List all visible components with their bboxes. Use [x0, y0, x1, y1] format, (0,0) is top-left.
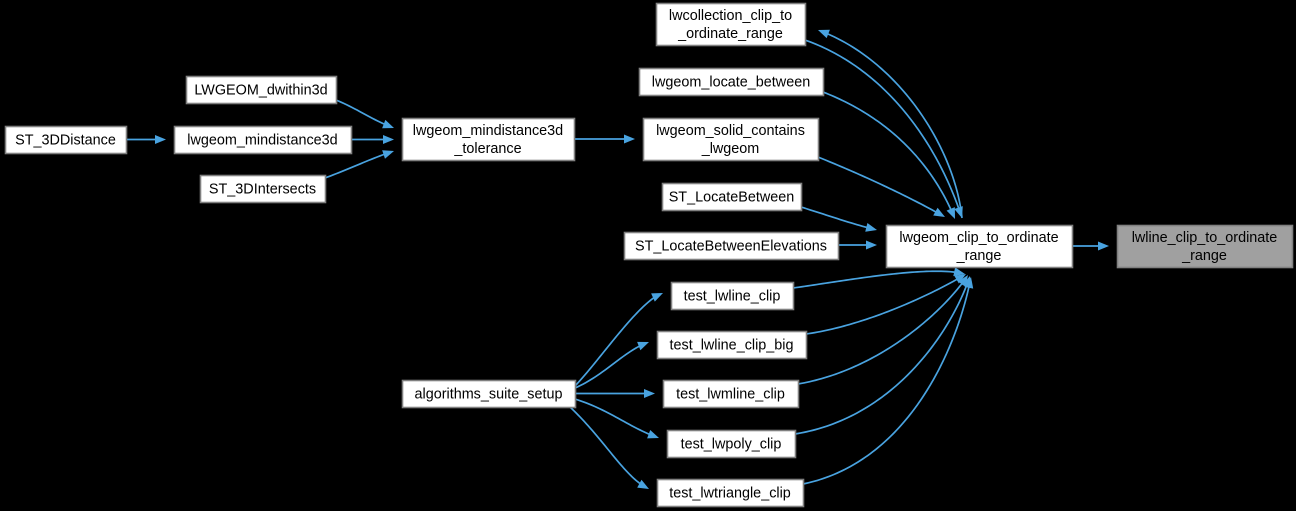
edge-lwgeom_solid_contains_lwgeom-to-lwgeom_clip_to_ordinate_range — [817, 156, 938, 214]
edges-layer — [126, 29, 1109, 489]
node-box-st_locatebetween[interactable] — [661, 182, 803, 212]
edge-lwgeom_locate_between-to-lwgeom_clip_to_ordinate_range — [822, 91, 953, 212]
graph-node-lwgeom_mindistance3d[interactable]: lwgeom_mindistance3d — [173, 125, 353, 155]
node-box-test_lwtriangle_clip[interactable] — [656, 478, 805, 508]
nodes-layer: ST_3DDistance LWGEOM_dwithin3d lwgeom_mind… — [4, 2, 1294, 508]
graph-node-st_locatebetweenelevations[interactable]: ST_LocateBetweenElevations — [623, 231, 840, 261]
graph-node-lwgeom_solid_contains_lwgeom[interactable]: lwgeom_solid_contains_lwgeom — [642, 117, 820, 162]
graph-node-st_3dintersects[interactable]: ST_3DIntersects — [199, 174, 327, 204]
node-box-test_lwline_clip_big[interactable] — [656, 330, 808, 360]
edge-algorithms_suite_setup-to-test_lwpoly_clip — [574, 398, 651, 436]
graph-node-lwline_clip_to_ordinate_range[interactable]: lwline_clip_to_ordinate_range — [1116, 224, 1294, 269]
arrowhead-test_lwline_clip-to-lwgeom_clip_to_ordinate_range — [953, 267, 965, 277]
edge-algorithms_suite_setup-to-test_lwline_clip_big — [574, 344, 642, 389]
arrowhead-algorithms_suite_setup-to-test_lwline_clip_big — [637, 341, 649, 351]
graph-node-st_3ddistance[interactable]: ST_3DDistance — [4, 125, 128, 155]
graph-node-lwgeom_dwithin3d[interactable]: LWGEOM_dwithin3d — [185, 75, 338, 105]
edge-test_lwpoly_clip-to-lwgeom_clip_to_ordinate_range — [794, 284, 968, 435]
node-box-lwgeom_solid_contains_lwgeom[interactable] — [642, 117, 820, 162]
node-box-st_3dintersects[interactable] — [199, 174, 327, 204]
edge-test_lwline_clip-to-lwgeom_clip_to_ordinate_range — [792, 270, 957, 289]
edge-test_lwmline_clip-to-lwgeom_clip_to_ordinate_range — [797, 281, 964, 385]
arrowhead-lwgeom_mindistance3d_tolerance-to-lwgeom_solid_contains_lwgeom — [624, 134, 635, 144]
graph-node-st_locatebetween[interactable]: ST_LocateBetween — [661, 182, 803, 212]
node-box-st_3ddistance[interactable] — [4, 125, 128, 155]
graph-node-test_lwmline_clip[interactable]: test_lwmline_clip — [662, 379, 800, 409]
arrowhead-st_locatebetween-to-lwgeom_clip_to_ordinate_range — [865, 222, 877, 232]
graph-node-lwcollection_clip_to_ordinate_range[interactable]: lwcollection_clip_to_ordinate_range — [655, 2, 807, 47]
edge-algorithms_suite_setup-to-test_lwtriangle_clip — [569, 406, 642, 486]
graph-node-lwgeom_mindistance3d_tolerance[interactable]: lwgeom_mindistance3d_tolerance — [401, 117, 576, 162]
graph-node-test_lwtriangle_clip[interactable]: test_lwtriangle_clip — [656, 478, 805, 508]
graph-node-algorithms_suite_setup[interactable]: algorithms_suite_setup — [401, 379, 577, 409]
node-box-lwgeom_mindistance3d[interactable] — [173, 125, 353, 155]
node-box-lwcollection_clip_to_ordinate_range[interactable] — [655, 2, 807, 47]
node-box-lwgeom_dwithin3d[interactable] — [185, 75, 338, 105]
edge-st_locatebetween-to-lwgeom_clip_to_ordinate_range — [800, 206, 869, 229]
arrowhead-st_3ddistance-to-lwgeom_mindistance3d — [155, 135, 166, 144]
arrowhead-lwgeom_clip_to_ordinate_range-to-lwline_clip_to_ordinate_range — [1098, 241, 1109, 251]
node-box-lwgeom_locate_between[interactable] — [638, 67, 825, 97]
arrowhead-lwgeom_solid_contains_lwgeom-to-lwgeom_clip_to_ordinate_range — [933, 207, 945, 217]
arrowhead-st_3dintersects-to-lwgeom_mindistance3d_tolerance — [382, 150, 394, 159]
arrowhead-test_lwline_clip_big-to-lwgeom_clip_to_ordinate_range — [954, 274, 966, 284]
node-box-lwgeom_mindistance3d_tolerance[interactable] — [401, 117, 576, 162]
node-box-lwgeom_clip_to_ordinate_range[interactable] — [885, 224, 1074, 269]
edge-st_3dintersects-to-lwgeom_mindistance3d_tolerance — [324, 153, 386, 179]
edge-test_lwtriangle_clip-to-lwgeom_clip_to_ordinate_range — [802, 285, 970, 485]
graph-node-lwgeom_locate_between[interactable]: lwgeom_locate_between — [638, 67, 825, 97]
graph-node-test_lwpoly_clip[interactable]: test_lwpoly_clip — [666, 429, 797, 459]
node-box-test_lwline_clip[interactable] — [670, 281, 795, 311]
edge-test_lwline_clip_big-to-lwgeom_clip_to_ordinate_range — [805, 277, 959, 335]
arrowhead-test_lwtriangle_clip-to-lwgeom_clip_to_ordinate_range — [964, 277, 974, 289]
edge-lwgeom_dwithin3d-to-lwgeom_mindistance3d_tolerance — [335, 99, 386, 126]
node-box-algorithms_suite_setup[interactable] — [401, 379, 577, 409]
node-box-test_lwpoly_clip[interactable] — [666, 429, 797, 459]
node-box-st_locatebetweenelevations[interactable] — [623, 231, 840, 261]
arrowhead-algorithms_suite_setup-to-test_lwline_clip — [651, 293, 663, 302]
arrowhead-st_locatebetweenelevations-to-lwgeom_clip_to_ordinate_range — [866, 240, 877, 250]
arrowhead-lwgeom_clip_to_ordinate_range-to-lwcollection_clip_to_ordinate_range — [818, 29, 830, 39]
arrowhead-algorithms_suite_setup-to-test_lwpoly_clip — [647, 429, 659, 439]
arrowhead-lwgeom_dwithin3d-to-lwgeom_mindistance3d_tolerance — [382, 119, 394, 129]
graph-node-test_lwline_clip_big[interactable]: test_lwline_clip_big — [656, 330, 808, 360]
edge-lwcollection_clip_to_ordinate_range-to-lwgeom_clip_to_ordinate_range — [804, 39, 960, 210]
node-box-lwline_clip_to_ordinate_range[interactable] — [1116, 224, 1294, 269]
node-box-test_lwmline_clip[interactable] — [662, 379, 800, 409]
edge-lwgeom_clip_to_ordinate_range-to-lwcollection_clip_to_ordinate_range — [826, 32, 963, 219]
graph-node-lwgeom_clip_to_ordinate_range[interactable]: lwgeom_clip_to_ordinate_range — [885, 224, 1074, 269]
edge-algorithms_suite_setup-to-test_lwline_clip — [574, 296, 656, 387]
arrowhead-algorithms_suite_setup-to-test_lwmline_clip — [644, 389, 655, 398]
arrowhead-lwgeom_mindistance3d-to-lwgeom_mindistance3d_tolerance — [383, 135, 394, 144]
arrowhead-algorithms_suite_setup-to-test_lwtriangle_clip — [637, 479, 649, 489]
arrowhead-lwgeom_locate_between-to-lwgeom_clip_to_ordinate_range — [946, 207, 955, 219]
graph-node-test_lwline_clip[interactable]: test_lwline_clip — [670, 281, 795, 311]
